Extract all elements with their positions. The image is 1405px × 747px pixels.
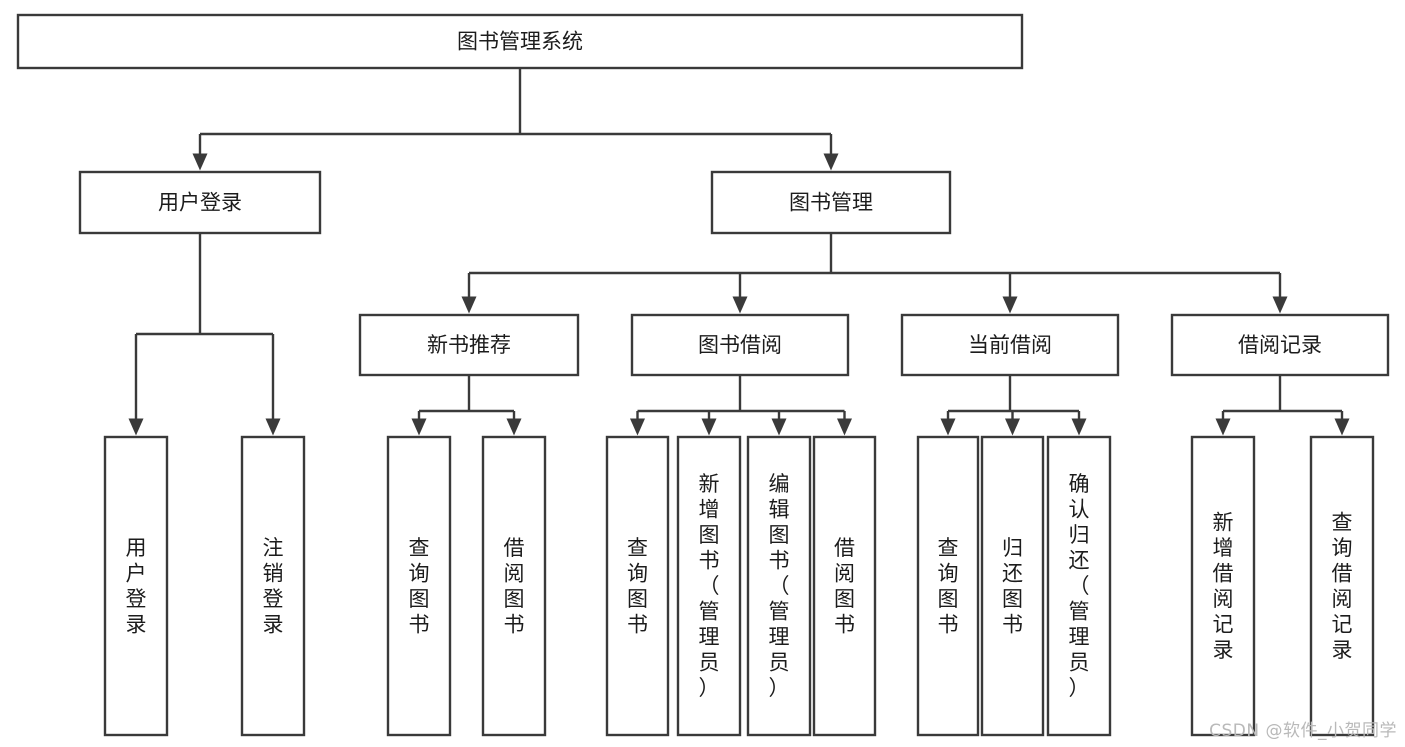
node-leaf-borrow-book-1[interactable]: 借阅图书 [481,435,547,737]
node-leaf-query-record[interactable]: 查询借阅记录 [1309,435,1375,737]
node-root-system-box[interactable] [16,13,1024,70]
node-leaf-borrow-book-2[interactable]: 借阅图书 [812,435,877,737]
node-leaf-query-book-1-label: 查询图书 [409,536,430,637]
node-new-book-rec-label: 新书推荐 [427,333,511,357]
node-new-book-rec-box[interactable] [358,313,580,377]
node-leaf-user-login-box[interactable] [103,435,169,737]
node-leaf-confirm-return-box[interactable] [1046,435,1112,737]
edge-book-borrow-arrow-1 [701,418,717,436]
node-leaf-add-book-label: 新增图书（管理员） [699,472,720,700]
node-leaf-edit-book[interactable]: 编辑图书（管理员） [746,435,812,737]
node-leaf-user-login[interactable]: 用户登录 [103,435,169,737]
edge-book-manage-arrow-2 [1002,296,1018,314]
node-book-manage-label: 图书管理 [789,191,873,215]
node-leaf-user-logout[interactable]: 注销登录 [240,435,306,737]
node-leaf-add-book-box[interactable] [676,435,742,737]
edge-book-manage-arrow-1 [732,296,748,314]
node-new-book-rec[interactable]: 新书推荐 [358,313,580,377]
node-leaf-return-book-box[interactable] [980,435,1045,737]
edge-book-borrow-arrow-3 [837,418,852,436]
node-leaf-query-book-1-box[interactable] [386,435,452,737]
node-leaf-query-record-label: 查询借阅记录 [1332,510,1353,662]
node-leaf-edit-book-label: 编辑图书（管理员） [769,472,790,700]
node-current-borrow-box[interactable] [900,313,1120,377]
node-borrow-record-label: 借阅记录 [1238,333,1322,357]
node-leaf-borrow-book-1-label: 借阅图书 [504,536,525,637]
node-leaf-add-record-label: 新增借阅记录 [1213,510,1234,662]
node-leaf-edit-book-box[interactable] [746,435,812,737]
node-leaf-user-logout-box[interactable] [240,435,306,737]
edge-borrow-record-arrow-0 [1215,418,1231,436]
edge-book-borrow-arrow-2 [771,418,787,436]
node-leaf-confirm-return-label: 确认归还（管理员） [1069,472,1090,700]
node-layer: 图书管理系统用户登录图书管理新书推荐图书借阅当前借阅借阅记录用户登录注销登录查询… [16,13,1390,737]
node-leaf-query-book-3[interactable]: 查询图书 [916,435,980,737]
node-leaf-return-book[interactable]: 归还图书 [980,435,1045,737]
edge-book-manage-arrow-3 [1272,296,1288,314]
node-leaf-user-logout-label: 注销登录 [263,536,284,637]
node-book-borrow-label: 图书借阅 [698,333,782,357]
edge-new-book-rec-arrow-0 [411,418,427,436]
node-leaf-borrow-book-2-label: 借阅图书 [834,536,855,637]
node-borrow-record[interactable]: 借阅记录 [1170,313,1390,377]
node-leaf-add-record-box[interactable] [1190,435,1256,737]
node-leaf-query-record-box[interactable] [1309,435,1375,737]
node-current-borrow[interactable]: 当前借阅 [900,313,1120,377]
edge-current-borrow-arrow-2 [1071,418,1087,436]
edge-book-borrow-arrow-0 [630,418,645,436]
node-leaf-query-book-2[interactable]: 查询图书 [605,435,670,737]
edge-current-borrow-arrow-1 [1005,418,1020,436]
node-leaf-add-record[interactable]: 新增借阅记录 [1190,435,1256,737]
node-borrow-record-box[interactable] [1170,313,1390,377]
node-root-system[interactable]: 图书管理系统 [16,13,1024,70]
edge-root-arrow-1 [823,153,839,171]
node-book-manage-box[interactable] [710,170,952,235]
node-current-borrow-label: 当前借阅 [968,333,1052,357]
node-leaf-return-book-label: 归还图书 [1002,536,1023,637]
node-leaf-query-book-2-box[interactable] [605,435,670,737]
edge-current-borrow-arrow-0 [940,418,956,436]
node-root-system-label: 图书管理系统 [457,30,583,54]
edge-user-login-arrow-0 [128,418,144,436]
node-book-borrow[interactable]: 图书借阅 [630,313,850,377]
edge-borrow-record-arrow-1 [1334,418,1350,436]
node-leaf-query-book-2-label: 查询图书 [627,536,648,637]
node-leaf-confirm-return[interactable]: 确认归还（管理员） [1046,435,1112,737]
node-user-login-label: 用户登录 [158,191,242,215]
node-book-borrow-box[interactable] [630,313,850,377]
node-leaf-add-book[interactable]: 新增图书（管理员） [676,435,742,737]
node-book-manage[interactable]: 图书管理 [710,170,952,235]
node-leaf-query-book-3-label: 查询图书 [938,536,959,637]
watermark-label: CSDN @软件_小贺同学 [1209,721,1397,741]
edge-book-manage-arrow-0 [461,296,477,314]
node-user-login[interactable]: 用户登录 [78,170,322,235]
node-leaf-borrow-book-2-box[interactable] [812,435,877,737]
node-leaf-borrow-book-1-box[interactable] [481,435,547,737]
node-leaf-query-book-1[interactable]: 查询图书 [386,435,452,737]
node-leaf-user-login-label: 用户登录 [126,536,147,637]
edge-user-login-arrow-1 [265,418,281,436]
node-leaf-query-book-3-box[interactable] [916,435,980,737]
connector-layer [128,68,1350,436]
node-user-login-box[interactable] [78,170,322,235]
edge-root-arrow-0 [192,153,208,171]
edge-new-book-rec-arrow-1 [506,418,522,436]
